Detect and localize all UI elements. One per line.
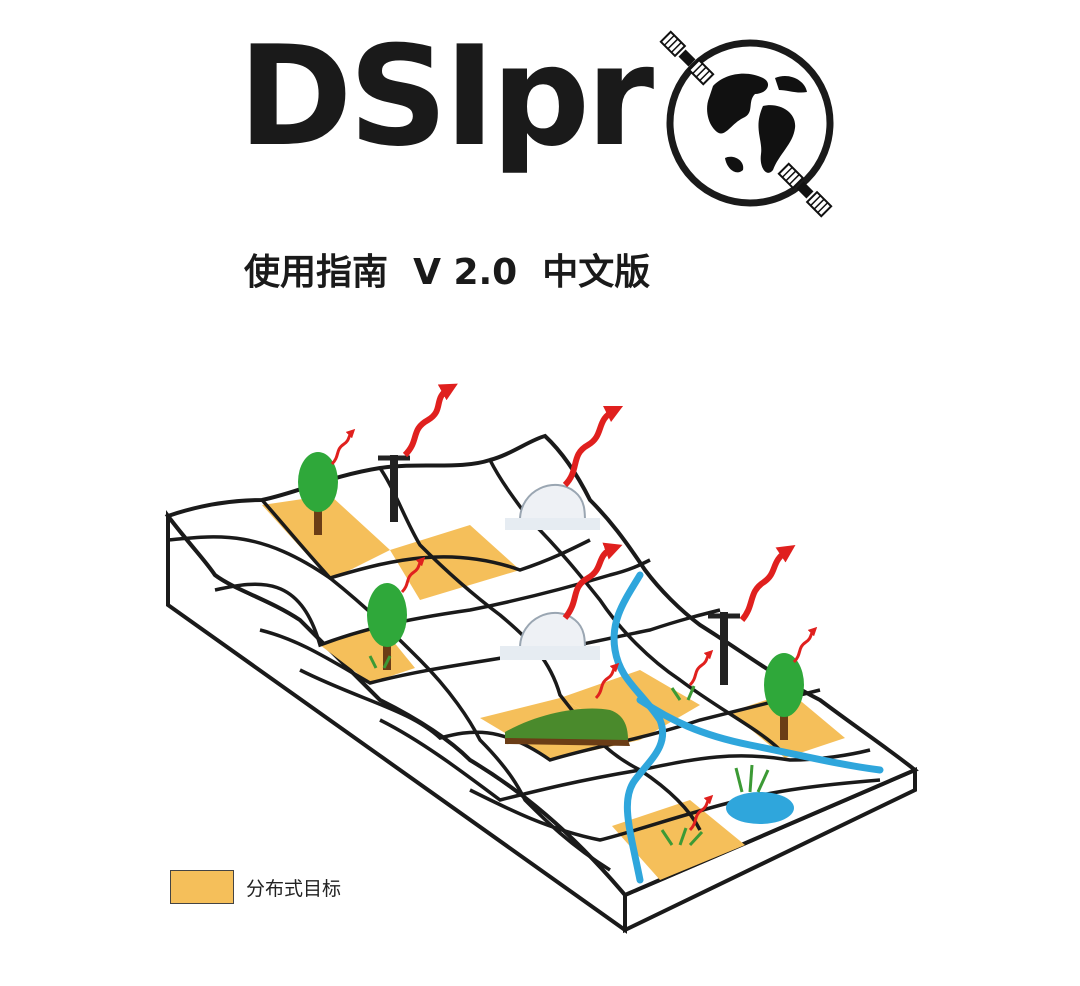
igloo-icons [500,483,600,660]
terrain-block-illustration [164,383,919,934]
scattering-arrows [402,383,796,622]
grass-icons [368,655,770,847]
tree-icons [298,452,804,740]
small-scattering-arrows [330,428,818,832]
subtitle: 使用指南 V 2.0 中文版 [244,252,651,293]
legend: 分布式目标 [170,870,341,904]
power-pole-icons [378,455,740,685]
soil-mound-icon [505,708,628,740]
river [610,571,884,884]
logo-header: DSIpr [0,0,1080,230]
logo-text: DSIpr [238,16,654,177]
legend-label: 分布式目标 [246,877,342,900]
globe-satellite-logo-icon [659,30,834,218]
legend-swatch [170,870,234,904]
pond-icon [726,792,794,824]
